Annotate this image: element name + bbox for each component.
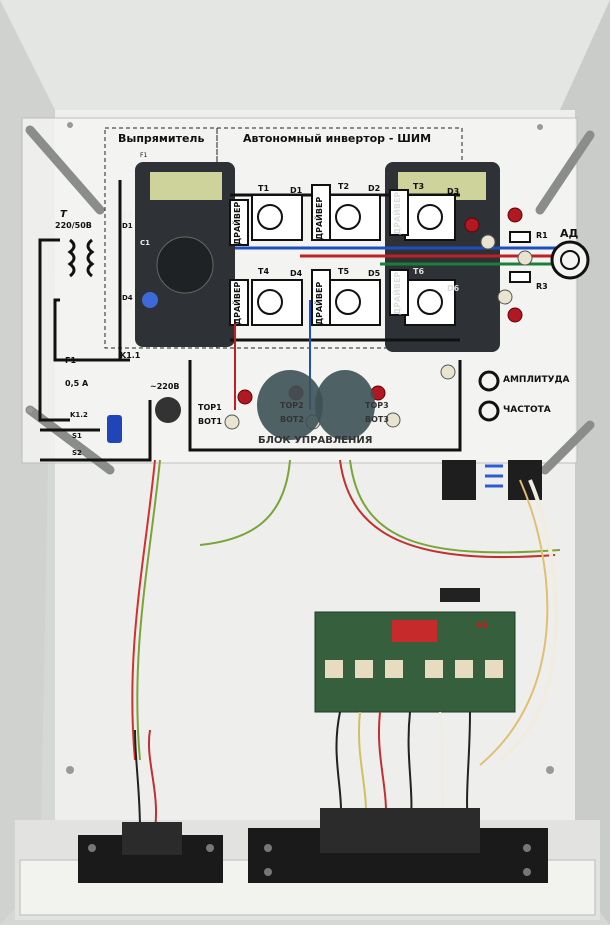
motor-rotor: [560, 250, 580, 270]
contact-k1-1-label: K1.1: [120, 351, 141, 360]
frequency-knob[interactable]: [478, 400, 500, 422]
igbt-symbols: [257, 204, 443, 315]
switch-s1-label: S1: [72, 432, 82, 440]
panel-screws: [27, 122, 554, 774]
control-transformer-right: [315, 370, 375, 440]
top2-label: TOP2: [280, 401, 304, 410]
motor-label: АД: [560, 227, 579, 240]
diode-d3-inv-label: D3: [447, 187, 460, 196]
diode-d4-label: D4: [122, 294, 133, 302]
board-components: [325, 660, 503, 678]
driver-2-label: ДРАЙВЕР: [315, 196, 324, 240]
control-block-label: БЛОК УПРАВЛЕНИЯ: [258, 435, 373, 446]
terminal-block-left: [442, 460, 476, 500]
motor-symbol: [550, 240, 590, 280]
rectifier-module: [122, 822, 182, 855]
mains-label: ~220В: [150, 382, 180, 391]
driver-6-label: ДРАЙВЕР: [393, 271, 402, 315]
switch-s2-label: S2: [72, 449, 82, 457]
multimeter-left-dial[interactable]: [156, 236, 214, 294]
board-mark: 66: [476, 621, 489, 631]
bot1-label: BOT1: [198, 417, 222, 426]
case-top-face: [0, 0, 610, 110]
inverter-title: Автономный инвертор - ШИМ: [243, 132, 432, 145]
frequency-label: ЧАСТОТА: [503, 405, 551, 415]
transformer-coils: [67, 238, 95, 278]
power-switch[interactable]: [107, 415, 122, 443]
diode-d2-label: D2: [122, 212, 133, 220]
fuse-small-label: F1: [140, 152, 148, 159]
diode-d2-inv-label: D2: [368, 184, 381, 193]
driver-boxes: [229, 184, 409, 326]
diode-d6-inv-label: D6: [447, 284, 460, 293]
igbt-t2-label: T2: [338, 182, 350, 191]
top3-label: TOP3: [365, 401, 389, 410]
amplitude-knob[interactable]: [478, 370, 500, 392]
rectifier-box: [104, 127, 218, 349]
igbt-t6-label: T6: [413, 267, 425, 276]
driver-3-label: ДРАЙВЕР: [393, 191, 402, 235]
mains-socket[interactable]: [155, 397, 181, 423]
multimeter-left-display: [150, 172, 222, 200]
mounting-screws: [88, 844, 531, 876]
top1-label: TOP1: [198, 403, 222, 412]
standoff-rod: [540, 420, 595, 475]
driver-5-label: ДРАЙВЕР: [315, 281, 324, 325]
capacitor-label: C1: [140, 239, 151, 247]
driver-4-label: ДРАЙВЕР: [233, 281, 242, 325]
diode-d1-inv-label: D1: [290, 186, 303, 195]
standoff-rod: [25, 125, 105, 215]
igbt-t1-label: T1: [258, 184, 270, 193]
board-led-display: [392, 620, 437, 642]
igbt-t5-label: T5: [338, 267, 350, 276]
diode-d4-inv-label: D4: [290, 269, 303, 278]
contact-k1-2-label: K1.2: [70, 411, 88, 419]
driver-1-label: ДРАЙВЕР: [233, 201, 242, 245]
amplitude-label: АМПЛИТУДА: [503, 375, 570, 385]
standoff-rod: [535, 130, 595, 215]
wiring-harness: [131, 459, 561, 766]
rectifier-title: Выпрямитель: [118, 132, 205, 145]
igbt-t3-label: T3: [413, 182, 425, 191]
diode-d1-label: D1: [122, 222, 133, 230]
resistor-r3: [509, 271, 531, 283]
diode-d3-label: D3: [122, 302, 133, 310]
bot3-label: BOT3: [365, 415, 389, 424]
igbt-t4-label: T4: [258, 267, 270, 276]
resistor-r3-label: R3: [536, 282, 548, 291]
transformer-ratio: 220/50В: [55, 221, 92, 230]
transformer-label: T: [60, 209, 67, 220]
fuse-label: F1: [65, 356, 77, 365]
control-transformer-left: [257, 370, 323, 440]
igbt-modules: [251, 194, 456, 326]
diode-d5-inv-label: D5: [368, 269, 381, 278]
multimeter-left-knob[interactable]: [142, 292, 158, 308]
fuse-rating: 0,5 A: [65, 379, 89, 388]
resistor-r1-label: R1: [536, 231, 548, 240]
board-connector: [440, 588, 480, 602]
igbt-power-module: [320, 808, 480, 853]
bot2-label: BOT2: [280, 415, 304, 424]
small-resistors: [485, 464, 503, 488]
resistor-r1: [509, 231, 531, 243]
